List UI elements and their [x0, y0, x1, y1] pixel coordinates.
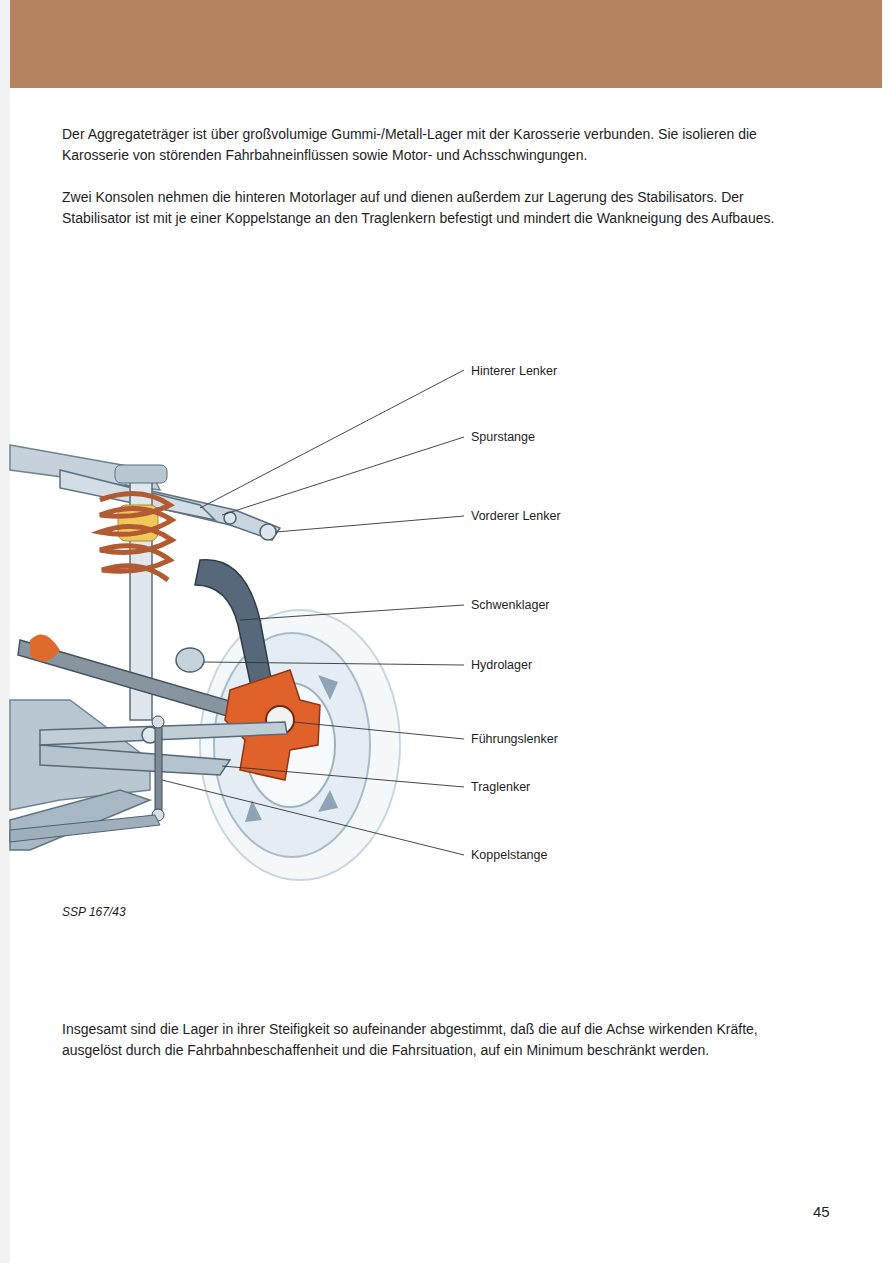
part-label: Hydrolager — [471, 657, 532, 673]
part-label: Spurstange — [471, 429, 535, 445]
header-band — [10, 0, 882, 88]
part-label: Traglenker — [471, 779, 530, 795]
body-paragraph: Der Aggregateträger ist über großvolumig… — [62, 124, 812, 166]
body-paragraph: Zwei Konsolen nehmen die hinteren Motorl… — [62, 187, 812, 229]
part-label: Führungslenker — [471, 731, 558, 747]
part-label: Hinterer Lenker — [471, 363, 557, 379]
figure-number: SSP 167/43 — [62, 905, 126, 919]
part-label: Schwenklager — [471, 597, 550, 613]
part-label: Vorderer Lenker — [471, 508, 561, 524]
part-label: Koppelstange — [471, 847, 547, 863]
body-paragraph: Insgesamt sind die Lager in ihrer Steifi… — [62, 1019, 812, 1061]
page-number: 45 — [813, 1203, 830, 1220]
page-edge — [0, 0, 10, 1263]
